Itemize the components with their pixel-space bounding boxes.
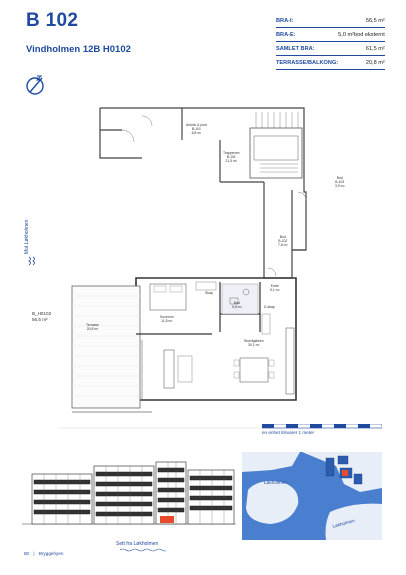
area-row: SAMLET BRA:61,5 m² [276, 41, 385, 56]
footer-brand: Bryggehyen [38, 551, 64, 556]
footer-separator: | [33, 551, 35, 556]
room-entrance: Entré 5,1 m² [270, 284, 280, 292]
scale-label: en enhet tilsvarer 1 meter [262, 430, 315, 435]
area-row: BRA-E:5,0 m²bod eksternt [276, 27, 385, 42]
unit-address: Vindholmen 12B H0102 [26, 44, 131, 55]
room-bathroom: Bad 5,8 m² [232, 301, 242, 309]
room-storage-2: Bod B-102 7,8 m² [278, 235, 288, 247]
unit-code-label: B_H0102 56,5 m² [32, 311, 52, 322]
room-terrace: Terrasse 20,8 m² [86, 323, 100, 331]
room-bedroom: Soverom 11,8 m² [160, 315, 174, 323]
elevation-caption: Sett fra Løkholmen [116, 541, 159, 547]
room-stairwell: Trapperom B-101 21,5 m² [223, 151, 240, 163]
page-number: 80 [24, 551, 30, 556]
scale-bar [262, 424, 382, 429]
room-airlock: Airlock & post B-101 8,8 m² [186, 123, 207, 135]
map-label-1: Løkholmen [264, 480, 287, 485]
closet-label: Skap [205, 291, 213, 295]
wave-divider-icon [120, 548, 166, 552]
area-row: TERRASSE/BALKONG:20,8 m² [276, 55, 385, 70]
dskap-label: D-skap [264, 305, 275, 309]
site-map: Løkholmen Løkholmen [242, 452, 382, 540]
north-arrow-icon [26, 75, 44, 95]
building-elevation [22, 461, 236, 525]
area-row: BRA-I:56,5 m² [276, 14, 385, 28]
room-storage-1: Bod B-103 3,9 m² [335, 176, 345, 188]
unit-title: B 102 [26, 10, 79, 31]
site-map-drawing [242, 452, 382, 540]
footer: 80 | Bryggehyen [24, 551, 63, 556]
wave-icon [28, 256, 35, 266]
floor-plan [60, 107, 320, 429]
area-table: BRA-I:56,5 m² BRA-E:5,0 m²bod eksternt S… [276, 14, 385, 70]
direction-label: Mot Løkholmen [24, 219, 30, 254]
room-living-kitchen: Stue/kjøkken 30,1 m² [244, 339, 264, 347]
